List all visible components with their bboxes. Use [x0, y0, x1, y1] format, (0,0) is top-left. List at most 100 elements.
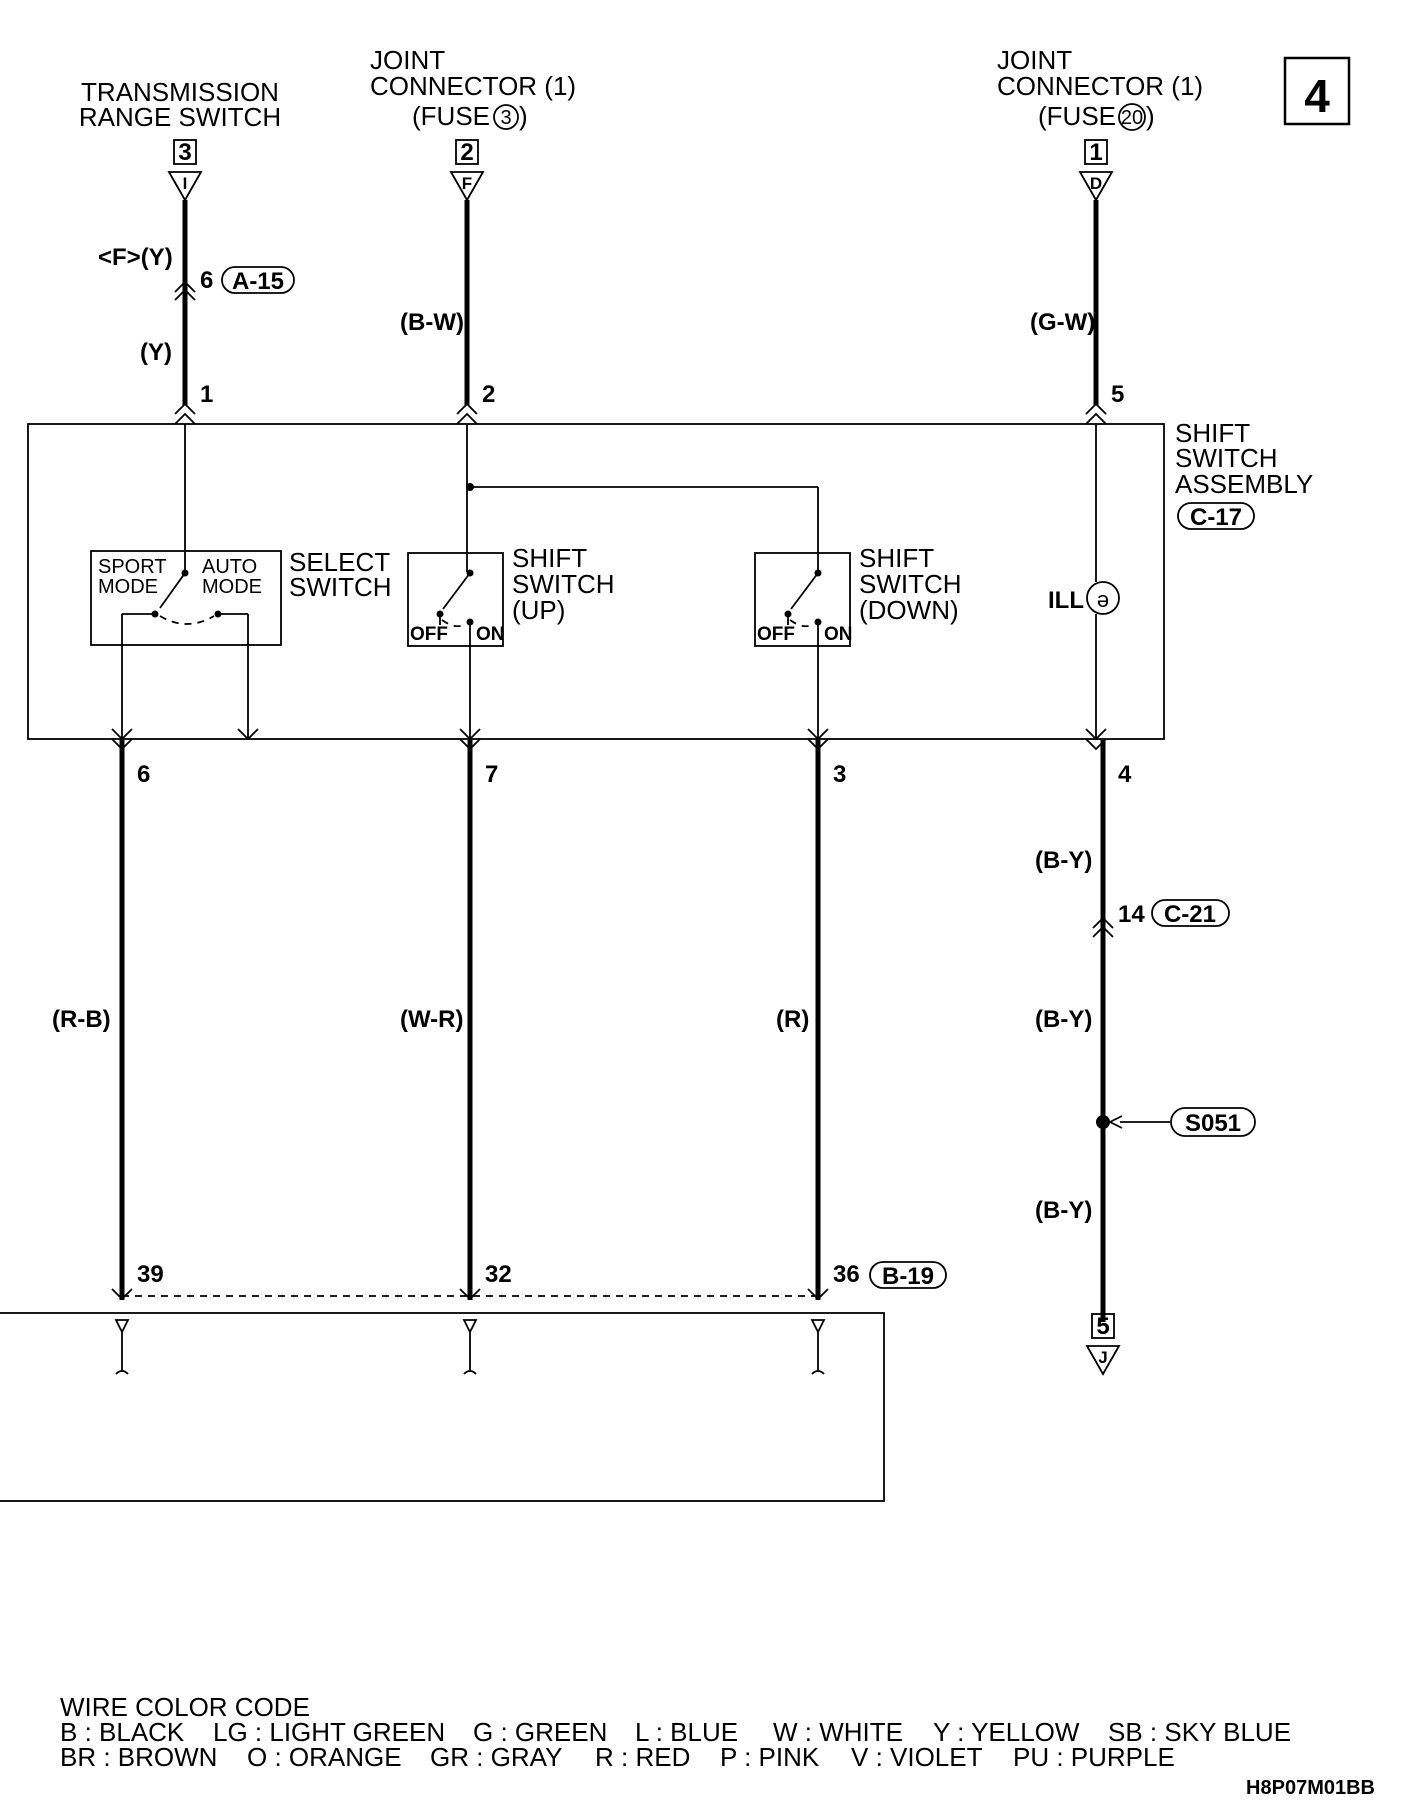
pin-number: 2 — [482, 381, 495, 408]
source-label-line: CONNECTOR (1) — [370, 71, 576, 101]
legend-entry: SB : SKY BLUE — [1108, 1717, 1291, 1747]
shift-switch-assembly: SHIFT SWITCH ASSEMBLY C-17 — [27, 418, 1313, 740]
source-label-line: JOINT — [997, 45, 1072, 75]
shift-switch-down: OFF ON SHIFT SWITCH (DOWN) — [754, 543, 962, 647]
switch-on-label: ON — [476, 624, 505, 645]
top-wire-labels: <F>(Y) 6 A-15 (Y) (B-W) (G-W) 1 2 5 — [98, 244, 1124, 408]
switch-name-line: SHIFT — [859, 543, 934, 573]
legend-entry: R : RED — [595, 1742, 690, 1772]
pin-number: 39 — [137, 1261, 164, 1288]
pin-number: 5 — [1111, 381, 1124, 408]
source-joint-connector-fuse-3: JOINT CONNECTOR (1) (FUSE 3 ) 2 F — [370, 45, 576, 202]
assembly-label-line: SHIFT — [1175, 418, 1250, 448]
pin-number: 32 — [485, 1261, 512, 1288]
sheet-ref-letter: J — [1098, 1348, 1107, 1367]
sheet-ref-letter: D — [1090, 174, 1102, 193]
switch-off-label: OFF — [410, 624, 448, 645]
wire-color: (Y) — [140, 339, 172, 366]
sheet-ref-number: 3 — [178, 139, 191, 166]
lamp-icon: ə — [1097, 587, 1109, 612]
fuse-number: 3 — [500, 107, 511, 129]
pin-number: 3 — [833, 761, 846, 788]
fuse-prefix: (FUSE — [412, 101, 490, 131]
source-transmission-range-switch: TRANSMISSION RANGE SWITCH 3 I — [79, 77, 281, 202]
top-wires — [174, 200, 1107, 425]
sheet-ref-number: 2 — [460, 139, 473, 166]
switch-position-label: MODE — [202, 576, 262, 598]
ecu-connector: 39 32 36 B-19 — [0, 1261, 947, 1502]
fuse-suffix: ) — [1146, 101, 1155, 131]
source-label-line: JOINT — [370, 45, 445, 75]
legend-entry: GR : GRAY — [430, 1742, 562, 1772]
legend-entry: P : PINK — [720, 1742, 820, 1772]
connector-id: C-21 — [1164, 901, 1216, 928]
wire-color: (R-B) — [52, 1006, 111, 1033]
switch-name-line: (DOWN) — [859, 595, 959, 625]
connector-id: C-17 — [1190, 504, 1242, 531]
switch-position-label: SPORT — [98, 556, 167, 578]
wire-color: (B-Y) — [1035, 1197, 1092, 1224]
assembly-label-line: ASSEMBLY — [1175, 469, 1313, 499]
sheet-ref-number: 1 — [1089, 139, 1102, 166]
pin-number: 6 — [137, 761, 150, 788]
source-joint-connector-fuse-20: JOINT CONNECTOR (1) (FUSE 20 ) 1 D — [997, 45, 1203, 202]
switch-name-line: SWITCH — [289, 572, 392, 602]
legend-entry: L : BLUE — [635, 1717, 738, 1747]
sheet-ref-number: 5 — [1096, 1313, 1109, 1340]
wire-color-variant: <F>(Y) — [98, 244, 173, 271]
connector-id: B-19 — [882, 1263, 934, 1290]
splice-id: S051 — [1185, 1110, 1241, 1137]
switch-name-line: (UP) — [512, 595, 565, 625]
switch-name-line: SWITCH — [859, 569, 962, 599]
internal-wiring — [111, 424, 1107, 751]
switch-on-label: ON — [824, 624, 853, 645]
drawing-code: H8P07M01BB — [1246, 1777, 1375, 1799]
legend-title: WIRE COLOR CODE — [60, 1692, 310, 1722]
legend-entry: BR : BROWN — [60, 1742, 217, 1772]
select-switch: SPORT MODE AUTO MODE SELECT SWITCH — [90, 547, 392, 646]
source-label-line: CONNECTOR (1) — [997, 71, 1203, 101]
switch-position-label: MODE — [98, 576, 158, 598]
legend-entry: O : ORANGE — [247, 1742, 402, 1772]
lamp-label: ILL — [1048, 587, 1084, 614]
legend-entry: LG : LIGHT GREEN — [213, 1717, 445, 1747]
legend-entry: V : VIOLET — [851, 1742, 983, 1772]
pin-number: 1 — [200, 381, 213, 408]
switch-position-label: AUTO — [202, 556, 257, 578]
pin-number: 7 — [485, 761, 498, 788]
wire-color: (B-Y) — [1035, 1006, 1092, 1033]
shift-switch-up: OFF ON SHIFT SWITCH (UP) — [407, 543, 615, 647]
wire-color: (R) — [776, 1006, 809, 1033]
legend-entry: PU : PURPLE — [1013, 1742, 1175, 1772]
source-label-line: RANGE SWITCH — [79, 102, 281, 132]
legend-entry: B : BLACK — [60, 1717, 185, 1747]
pin-number: 36 — [833, 1261, 860, 1288]
sheet-ref-j: 5 J — [1085, 1313, 1121, 1376]
wire-color: (W-R) — [400, 1006, 463, 1033]
wire-color-code-legend: WIRE COLOR CODE B : BLACK LG : LIGHT GRE… — [60, 1692, 1375, 1799]
fuse-suffix: ) — [519, 101, 528, 131]
legend-entry: Y : YELLOW — [933, 1717, 1080, 1747]
lower-wires — [111, 740, 1170, 1322]
switch-off-label: OFF — [757, 624, 795, 645]
switch-name-line: SWITCH — [512, 569, 615, 599]
connector-id: A-15 — [232, 268, 284, 295]
switch-name-line: SELECT — [289, 547, 390, 577]
wire-color: (B-W) — [400, 309, 464, 336]
fuse-prefix: (FUSE — [1038, 101, 1116, 131]
pin-number: 4 — [1118, 761, 1132, 788]
sheet-ref-letter: I — [183, 174, 188, 193]
connector-pin: 14 — [1118, 901, 1145, 928]
page-number: 4 — [1304, 70, 1330, 122]
wire-color: (B-Y) — [1035, 847, 1092, 874]
assembly-label-line: SWITCH — [1175, 443, 1278, 473]
legend-entry: G : GREEN — [473, 1717, 607, 1747]
fuse-number: 20 — [1121, 107, 1143, 129]
sheet-ref-letter: F — [462, 174, 472, 193]
legend-entry: W : WHITE — [773, 1717, 903, 1747]
illumination-lamp: ə ILL — [1048, 581, 1120, 615]
connector-pin: 6 — [200, 267, 213, 294]
lower-wire-labels: 6 7 3 4 (R-B) (W-R) (R) (B-Y) 14 C-21 (B… — [52, 761, 1256, 1224]
source-label-line: TRANSMISSION — [81, 77, 279, 107]
